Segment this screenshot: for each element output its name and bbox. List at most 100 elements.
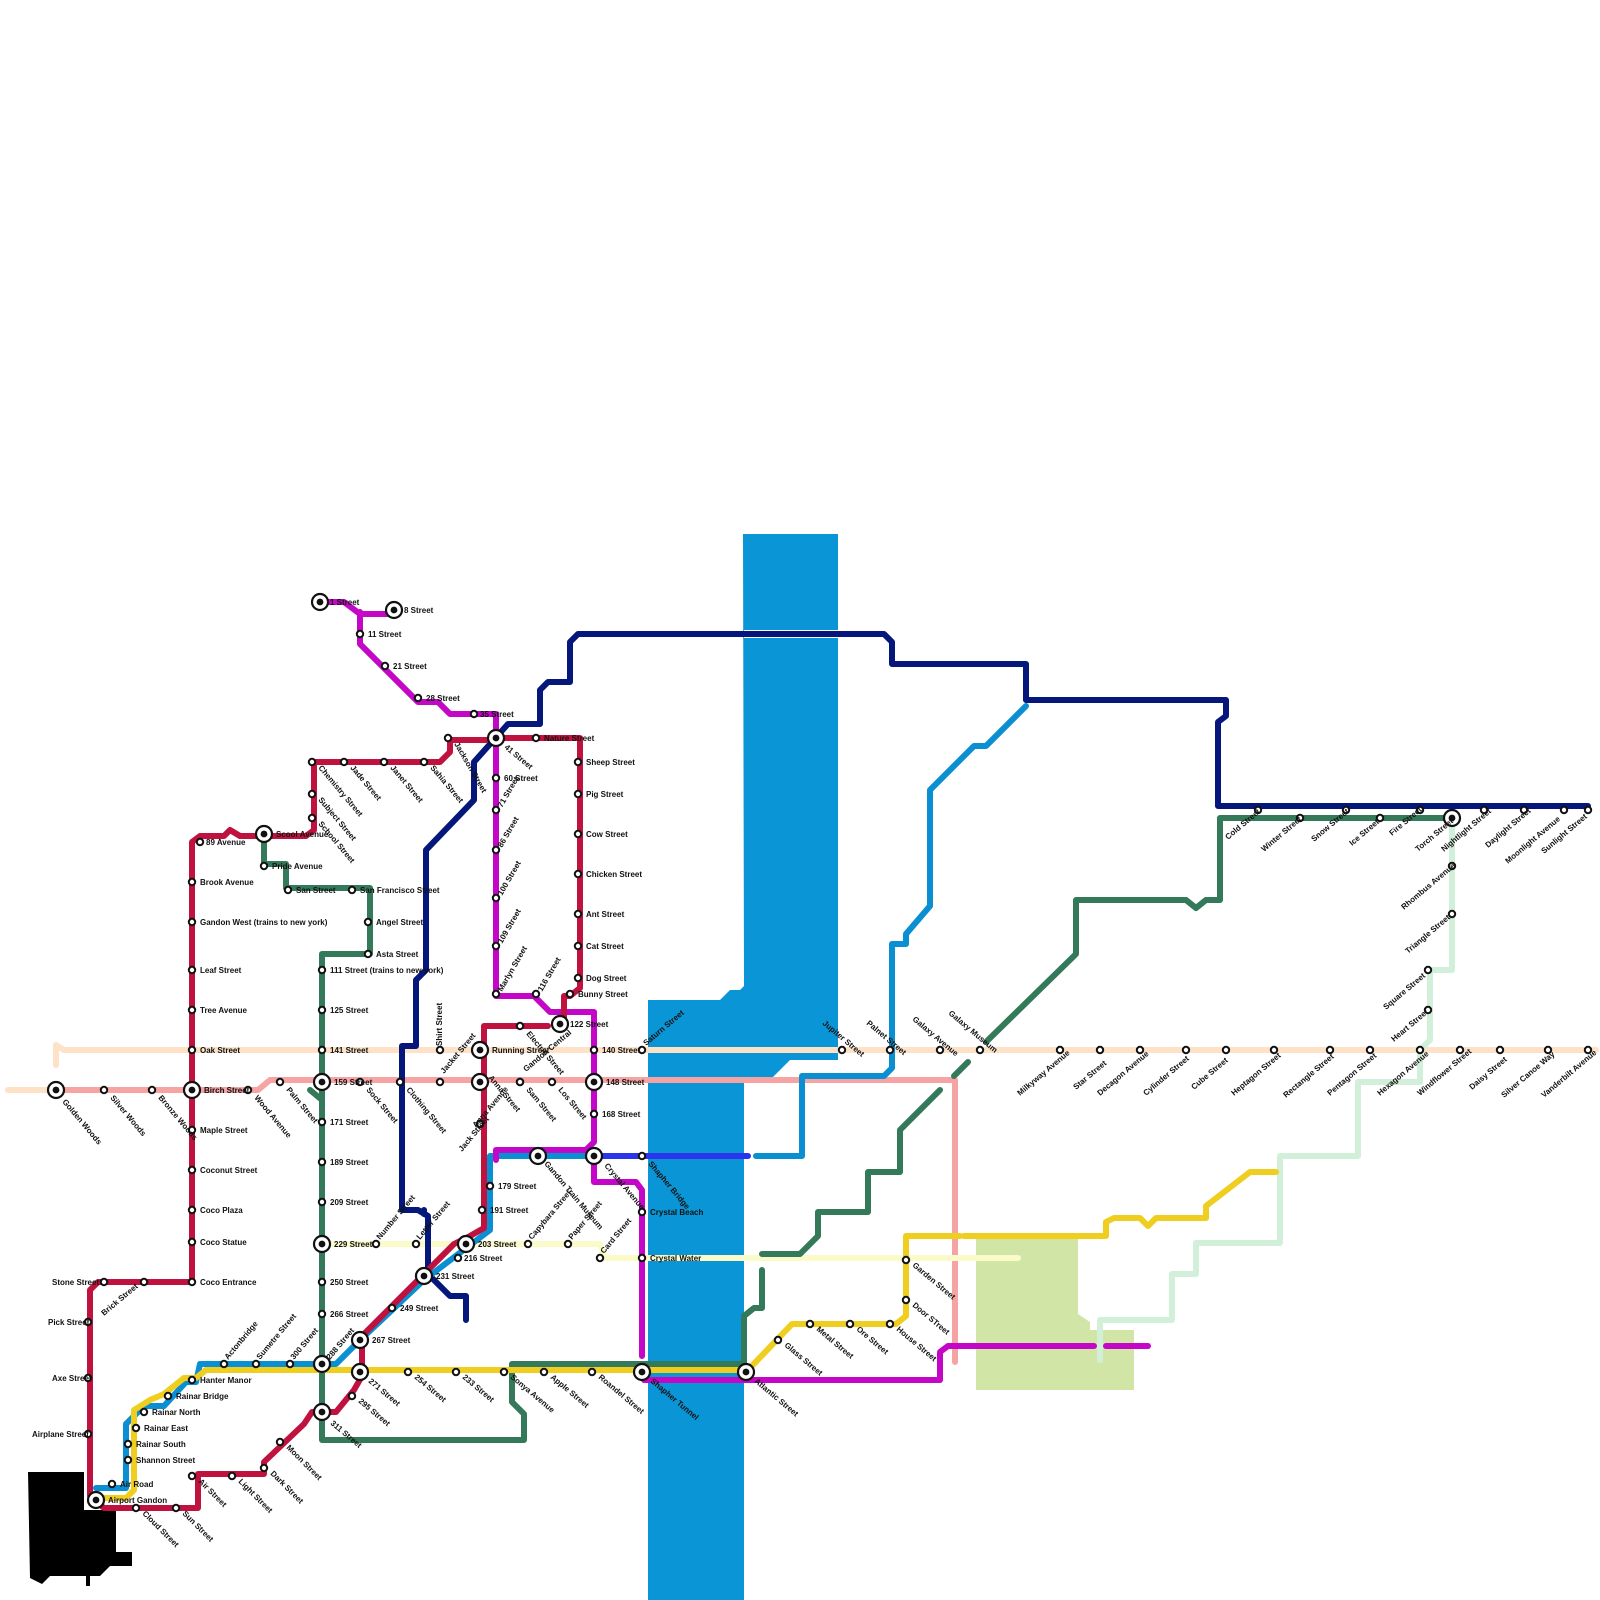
station-s300[interactable] [287,1361,293,1367]
station-shannon[interactable] [125,1457,131,1463]
station-cloud[interactable] [133,1505,139,1511]
station-hanter[interactable] [189,1377,195,1383]
station-chicken[interactable] [575,871,581,877]
station-coconut[interactable] [189,1167,195,1173]
station-palm[interactable] [277,1079,283,1085]
station-garden[interactable] [903,1257,909,1263]
station-air[interactable] [189,1473,195,1479]
station-school[interactable] [309,815,315,821]
station-s171[interactable] [319,1119,325,1125]
station-shapher_bridge[interactable] [639,1153,645,1159]
station-s28[interactable] [415,695,421,701]
station-apple[interactable] [541,1369,547,1375]
station-rainar_north[interactable] [141,1409,147,1415]
station-ice[interactable] [1377,815,1383,821]
station-cow[interactable] [575,831,581,837]
station-s109[interactable] [493,943,499,949]
station-ore[interactable] [847,1321,853,1327]
station-pig[interactable] [575,791,581,797]
station-s216[interactable] [455,1255,461,1261]
station-sam[interactable] [517,1079,523,1085]
station-s168[interactable] [591,1111,597,1117]
station-s111[interactable] [319,967,325,973]
station-actonbridge[interactable] [221,1361,227,1367]
station-square[interactable] [1425,967,1431,973]
station-paper[interactable] [565,1241,571,1247]
station-s21[interactable] [382,663,388,669]
station-s266[interactable] [319,1311,325,1317]
station-s140[interactable] [591,1047,597,1053]
station-s250[interactable] [319,1279,325,1285]
station-glass[interactable] [775,1337,781,1343]
station-pride[interactable] [261,863,267,869]
station-electric[interactable] [517,1023,523,1029]
station-sun[interactable] [173,1505,179,1511]
station-rainar_east[interactable] [133,1425,139,1431]
station-cat[interactable] [575,943,581,949]
station-capybara[interactable] [525,1241,531,1247]
station-tree[interactable] [189,1007,195,1013]
station-rainar_south[interactable] [125,1441,131,1447]
station-galaxy_museum[interactable] [977,1047,983,1053]
station-s141[interactable] [319,1047,325,1053]
station-s125[interactable] [319,1007,325,1013]
station-s209[interactable] [319,1199,325,1205]
station-roandel[interactable] [589,1369,595,1375]
station-rainar_bridge[interactable] [165,1393,171,1399]
station-number[interactable] [373,1241,379,1247]
station-sumetre[interactable] [253,1361,259,1367]
station-clothing[interactable] [397,1079,403,1085]
station-san[interactable] [285,887,291,893]
station-door[interactable] [903,1297,909,1303]
station-ant[interactable] [575,911,581,917]
station-triangle[interactable] [1449,911,1455,917]
station-s35[interactable] [471,711,477,717]
station-air_road[interactable] [109,1481,115,1487]
station-s86[interactable] [493,847,499,853]
station-light[interactable] [229,1473,235,1479]
station-s254[interactable] [405,1369,411,1375]
station-crystal_water[interactable] [639,1255,645,1261]
station-gandon_west[interactable] [189,919,195,925]
station-los[interactable] [549,1079,555,1085]
station-janet[interactable] [381,759,387,765]
station-shirt[interactable] [437,1047,443,1053]
station-chemistry[interactable] [309,759,315,765]
station-s116[interactable] [533,991,539,997]
station-s249[interactable] [389,1305,395,1311]
station-brook[interactable] [189,879,195,885]
station-star[interactable] [1097,1047,1103,1053]
station-leaf[interactable] [189,967,195,973]
station-stone[interactable] [101,1279,107,1285]
station-s100[interactable] [493,895,499,901]
station-marlyn[interactable] [493,991,499,997]
station-jupiter[interactable] [839,1047,845,1053]
station-subject[interactable] [309,791,315,797]
station-s233[interactable] [453,1369,459,1375]
station-bronze_woods[interactable] [149,1087,155,1093]
station-sonya[interactable] [501,1369,507,1375]
station-s89[interactable] [197,839,203,845]
station-oak[interactable] [189,1047,195,1053]
station-angel[interactable] [365,919,371,925]
station-jade[interactable] [341,759,347,765]
station-s71[interactable] [493,807,499,813]
station-s295[interactable] [349,1393,355,1399]
station-jackson[interactable] [445,735,451,741]
station-house[interactable] [887,1321,893,1327]
station-dark[interactable] [261,1465,267,1471]
station-sahia[interactable] [421,759,427,765]
station-sheep[interactable] [575,759,581,765]
station-card[interactable] [597,1255,603,1261]
station-asta[interactable] [365,951,371,957]
station-brick[interactable] [141,1279,147,1285]
station-moonlight[interactable] [1561,807,1567,813]
station-cylinder[interactable] [1183,1047,1189,1053]
station-moon[interactable] [277,1439,283,1445]
station-s11[interactable] [357,631,363,637]
station-metal[interactable] [807,1321,813,1327]
station-coco_statue[interactable] [189,1239,195,1245]
station-s191[interactable] [479,1207,485,1213]
station-coco_entrance[interactable] [189,1279,195,1285]
station-coco_plaza[interactable] [189,1207,195,1213]
